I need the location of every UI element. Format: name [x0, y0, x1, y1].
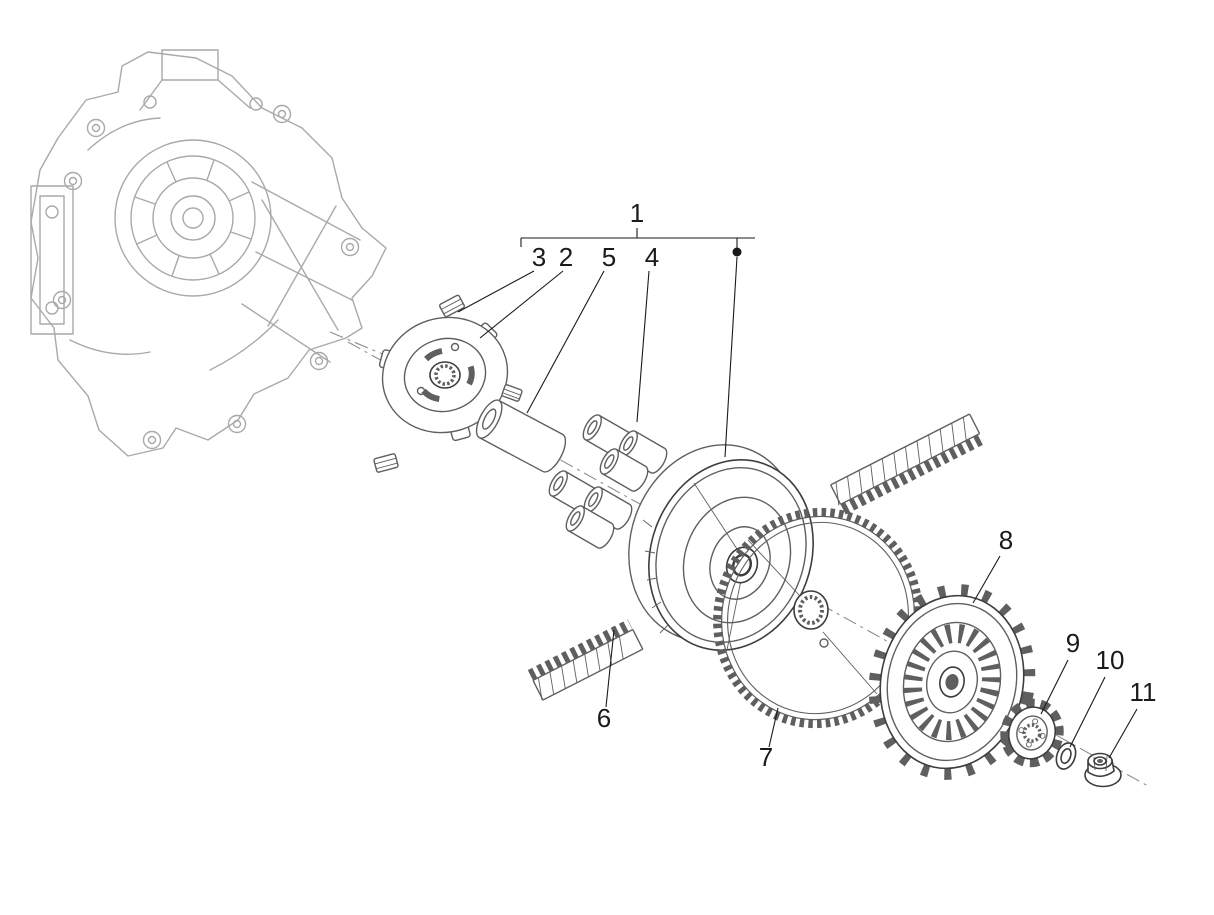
- leader-lines: [457, 228, 1138, 759]
- roller-weight: [618, 430, 668, 474]
- callout-7: 7: [759, 742, 773, 772]
- callout-labels: 1 3 2 5 4 6 7 8 9 10 11: [532, 198, 1157, 772]
- flange-nut: [1084, 752, 1122, 788]
- assembly-reference-dot: [732, 247, 742, 257]
- callout-8: 8: [999, 525, 1013, 555]
- hub-bushing: [475, 399, 567, 473]
- callout-5: 5: [602, 242, 616, 272]
- belt-segment-lower: [527, 619, 644, 701]
- callout-3: 3: [532, 242, 546, 272]
- drive-pulley-half: [628, 444, 814, 651]
- guide-shoe-clip-mid: [501, 384, 523, 402]
- bolt-holes: [52, 104, 360, 450]
- fan-pulley-half: [868, 584, 1036, 780]
- roller-weights-set: [548, 414, 668, 549]
- variator-ramp-plate: [378, 316, 509, 442]
- roller-weight: [599, 448, 649, 492]
- washer: [1055, 742, 1077, 770]
- callout-6: 6: [597, 703, 611, 733]
- callout-9: 9: [1066, 628, 1080, 658]
- guide-shoe-clip-top: [439, 294, 465, 318]
- callout-10: 10: [1096, 645, 1125, 675]
- roller-weight: [565, 505, 615, 549]
- belt-segment-upper: [829, 413, 985, 515]
- callout-11: 11: [1130, 677, 1157, 707]
- callout-2: 2: [559, 242, 573, 272]
- guide-shoe-clip-bottom: [373, 453, 399, 473]
- engine-crankcase-drawing: [30, 49, 387, 457]
- callout-1: 1: [630, 198, 644, 228]
- callout-4: 4: [645, 242, 659, 272]
